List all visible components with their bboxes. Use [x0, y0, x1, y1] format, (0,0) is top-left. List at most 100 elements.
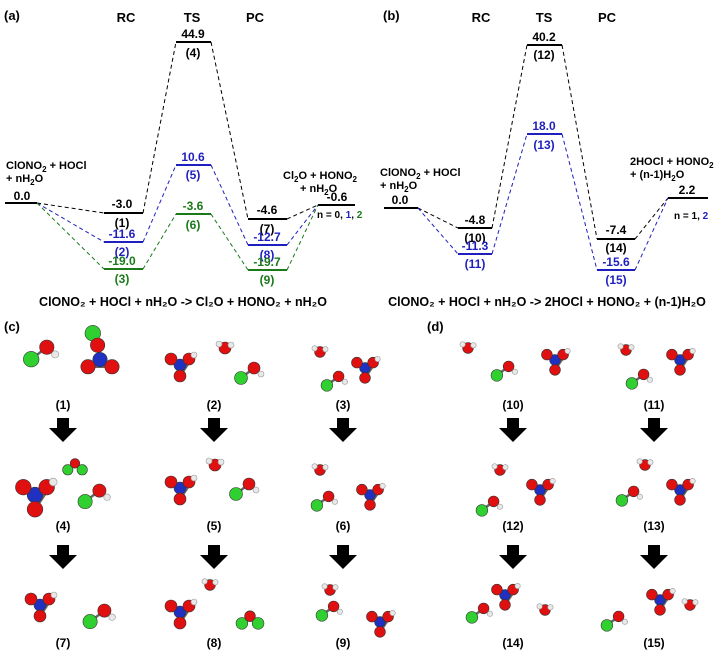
atom-o	[491, 583, 503, 596]
molecule-fragment	[315, 600, 343, 622]
atom-h	[215, 340, 223, 348]
atom-h	[257, 370, 265, 378]
reactant-value-a: 0.0	[14, 189, 31, 203]
reaction-arrows	[49, 418, 668, 569]
molecule-fragment	[205, 457, 225, 472]
molecule-fragment	[234, 361, 265, 385]
structure-id: (3)	[336, 398, 351, 412]
atom-h	[547, 604, 554, 611]
reactant-label-a-line2: + nH2O	[6, 173, 44, 187]
molecule-fragment	[164, 474, 198, 506]
atom-o	[26, 501, 44, 518]
molecule-fragment	[235, 610, 265, 630]
molecule-fragment	[600, 610, 628, 632]
atom-h	[108, 613, 116, 621]
level-id: (15)	[605, 273, 626, 287]
level-value: -4.8	[465, 213, 486, 227]
atom-o	[359, 372, 371, 384]
atom-o	[499, 599, 511, 611]
pathway-blue-b	[417, 133, 669, 271]
pathway-green-a	[36, 202, 319, 271]
level-id: (2)	[115, 245, 130, 259]
atom-h	[227, 341, 235, 349]
molecule-fragment	[311, 463, 329, 476]
atom-h	[689, 347, 696, 354]
molecule-fragment	[201, 578, 219, 591]
molecule-fragment	[24, 591, 58, 623]
molecule-fragment	[215, 340, 235, 355]
level-value: -7.4	[606, 223, 627, 237]
atom-o	[104, 359, 120, 375]
product-label-b: 2HOCl + HONO2	[630, 156, 714, 170]
structure-labels-c: (1) (2) (3) (4) (5) (6) (7) (8) (9)	[56, 398, 351, 650]
product-label-a: Cl2O + HONO2	[283, 170, 358, 184]
atom-cl	[77, 494, 93, 510]
atom-cl	[625, 377, 639, 390]
atom-h	[336, 608, 343, 615]
atom-cl	[600, 619, 614, 632]
molecule-fragment	[536, 603, 554, 616]
atom-h	[692, 599, 699, 606]
molecule-fragment	[636, 458, 654, 471]
atom-n	[92, 352, 108, 368]
structure-id: (15)	[643, 636, 664, 650]
atom-h	[311, 345, 318, 352]
level-id: (1)	[115, 216, 130, 230]
molecule-fragment	[646, 587, 676, 616]
molecule-fragment	[617, 343, 635, 356]
molecule-fragment	[366, 609, 396, 638]
down-arrow-icon	[329, 545, 357, 569]
atom-h	[470, 342, 477, 349]
atom-h	[389, 609, 396, 616]
reactant-label-b: ClONO2 + HOCl	[380, 167, 461, 181]
atom-o	[80, 359, 96, 375]
atom-o	[332, 370, 345, 383]
product-label-a-line2: + nH2O	[300, 183, 338, 197]
pathway-black-b	[417, 44, 669, 240]
structure-id: (5)	[207, 519, 222, 533]
level-value: -19.7	[253, 255, 281, 269]
atom-h	[669, 587, 676, 594]
atom-h	[502, 464, 509, 471]
structure-id: (6)	[336, 519, 351, 533]
molecule-fragment	[320, 370, 348, 392]
structure-id: (14)	[502, 636, 523, 650]
atom-h	[496, 503, 503, 510]
molecule-fragment	[82, 603, 116, 630]
atom-o	[364, 499, 376, 511]
atom-o	[90, 337, 106, 353]
level-value: -3.0	[112, 197, 133, 211]
atom-h	[511, 368, 518, 375]
atom-o	[666, 348, 678, 361]
down-arrow-icon	[200, 418, 228, 442]
level-id: (3)	[115, 272, 130, 286]
atom-h	[689, 477, 696, 484]
atom-h	[201, 578, 208, 585]
molecule-fragment	[541, 347, 571, 376]
atom-o	[374, 626, 386, 638]
molecule-fragment	[625, 368, 653, 390]
level-id: (9)	[260, 273, 275, 287]
atom-h	[332, 584, 339, 591]
molecule-fragment	[475, 495, 503, 517]
panel-b-label: (b)	[383, 8, 400, 23]
atom-h	[190, 474, 198, 482]
header-ts-a: TS	[184, 10, 201, 25]
molecule-fragment	[681, 598, 699, 611]
product-value-a: -0.6	[327, 190, 348, 204]
atom-h	[212, 579, 219, 586]
n-label-a: n = 0, 1, 2	[317, 210, 363, 221]
atom-h	[50, 591, 58, 599]
n-label-b: n = 1, 2	[674, 211, 709, 222]
molecule-fragment	[164, 351, 198, 383]
level-id: (13)	[533, 138, 554, 152]
atom-cl	[62, 464, 74, 476]
molecule-fragment	[15, 477, 58, 518]
level-id: (8)	[260, 248, 275, 262]
molecule-fragment	[23, 339, 60, 368]
molecule-fragment	[229, 477, 260, 501]
atom-cl	[490, 369, 504, 382]
atom-cl	[235, 617, 249, 630]
atom-h	[51, 350, 60, 359]
product-value-b: 2.2	[679, 183, 696, 197]
